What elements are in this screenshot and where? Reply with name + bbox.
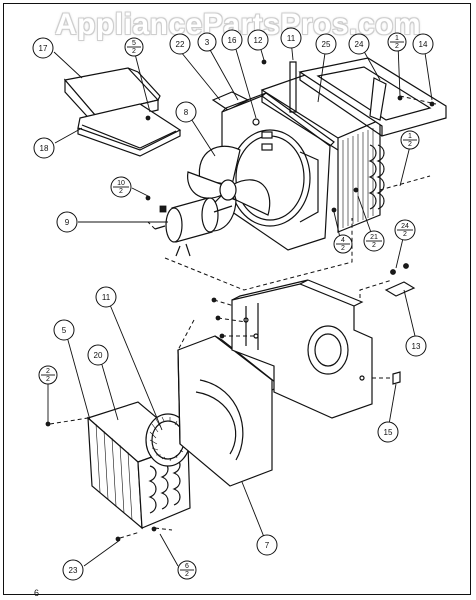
callout-11: 11 bbox=[95, 286, 117, 308]
fraction-1-2-top: 1 2 bbox=[387, 32, 407, 52]
callout-14: 14 bbox=[412, 33, 434, 55]
fraction-6-2: 6 2 bbox=[177, 560, 197, 580]
page-border bbox=[3, 3, 471, 595]
callout-25: 25 bbox=[315, 33, 337, 55]
callout-13: 13 bbox=[405, 335, 427, 357]
svg-text:13: 13 bbox=[412, 342, 421, 351]
svg-text:2: 2 bbox=[372, 242, 376, 249]
svg-text:20: 20 bbox=[94, 351, 103, 360]
svg-text:2: 2 bbox=[46, 368, 50, 375]
condenser-coil-part bbox=[260, 74, 385, 233]
svg-text:11: 11 bbox=[102, 293, 111, 302]
svg-text:16: 16 bbox=[228, 36, 237, 45]
callout-15: 15 bbox=[377, 421, 399, 443]
fraction-2-2: 2 2 bbox=[38, 365, 58, 385]
callout-3: 3 bbox=[197, 32, 217, 52]
svg-text:9: 9 bbox=[65, 218, 70, 227]
fan-motor-part bbox=[154, 197, 233, 257]
svg-text:21: 21 bbox=[370, 234, 378, 241]
svg-text:2: 2 bbox=[395, 43, 399, 50]
svg-text:3: 3 bbox=[205, 38, 210, 47]
blower-wheel-part bbox=[145, 413, 191, 467]
svg-text:7: 7 bbox=[265, 541, 270, 550]
svg-text:1: 1 bbox=[408, 133, 412, 140]
callout-7: 7 bbox=[256, 534, 278, 556]
svg-text:11: 11 bbox=[287, 34, 296, 43]
callout-17: 17 bbox=[32, 37, 54, 59]
callout-9: 9 bbox=[56, 211, 78, 233]
svg-text:4: 4 bbox=[341, 237, 345, 244]
callout-16: 16 bbox=[221, 29, 243, 51]
svg-text:24: 24 bbox=[355, 40, 364, 49]
assembly-lines bbox=[49, 95, 437, 539]
callout-22: 22 bbox=[169, 33, 191, 55]
fraction-1-2-right: 1 2 bbox=[400, 130, 420, 150]
svg-text:14: 14 bbox=[419, 40, 428, 49]
callout-20: 20 bbox=[87, 344, 109, 366]
fan-shroud-part bbox=[221, 92, 335, 251]
page-number: 6 bbox=[34, 588, 40, 598]
svg-text:18: 18 bbox=[40, 144, 49, 153]
svg-text:15: 15 bbox=[384, 428, 393, 437]
svg-text:2: 2 bbox=[46, 376, 50, 383]
svg-text:2: 2 bbox=[185, 571, 189, 578]
svg-text:2: 2 bbox=[408, 141, 412, 148]
callout-24: 24 bbox=[348, 33, 370, 55]
svg-text:24: 24 bbox=[401, 223, 409, 230]
callout-11-top: 11 bbox=[280, 27, 302, 49]
svg-text:1: 1 bbox=[395, 35, 399, 42]
fraction-5-2: 5 2 bbox=[124, 37, 144, 57]
svg-text:6: 6 bbox=[185, 563, 189, 570]
svg-text:2: 2 bbox=[341, 245, 345, 252]
fraction-4-2: 4 2 bbox=[333, 234, 353, 254]
svg-text:5: 5 bbox=[62, 326, 67, 335]
callout-5: 5 bbox=[53, 319, 75, 341]
blower-housing-part bbox=[177, 335, 282, 487]
partition-panel-part bbox=[231, 279, 373, 419]
callout-23: 23 bbox=[62, 559, 84, 581]
svg-text:2: 2 bbox=[132, 48, 136, 55]
svg-text:5: 5 bbox=[132, 40, 136, 47]
callout-12: 12 bbox=[247, 29, 269, 51]
svg-text:17: 17 bbox=[39, 44, 48, 53]
top-cover-part bbox=[63, 67, 182, 157]
svg-text:25: 25 bbox=[322, 40, 331, 49]
clip-part bbox=[384, 263, 416, 297]
callout-8: 8 bbox=[175, 101, 197, 123]
fraction-10-2: 10 2 bbox=[110, 176, 132, 198]
svg-text:2: 2 bbox=[403, 231, 407, 238]
screws bbox=[45, 59, 435, 542]
callout-18: 18 bbox=[33, 137, 55, 159]
fraction-21-2: 21 2 bbox=[363, 230, 385, 252]
svg-text:2: 2 bbox=[119, 188, 123, 195]
svg-text:12: 12 bbox=[254, 36, 263, 45]
svg-text:23: 23 bbox=[69, 566, 78, 575]
svg-text:22: 22 bbox=[176, 40, 185, 49]
fan-blade-part bbox=[187, 145, 271, 232]
fraction-24-2: 24 2 bbox=[394, 219, 416, 241]
svg-text:10: 10 bbox=[117, 180, 125, 187]
svg-text:8: 8 bbox=[184, 108, 189, 117]
screw-part bbox=[392, 371, 401, 385]
